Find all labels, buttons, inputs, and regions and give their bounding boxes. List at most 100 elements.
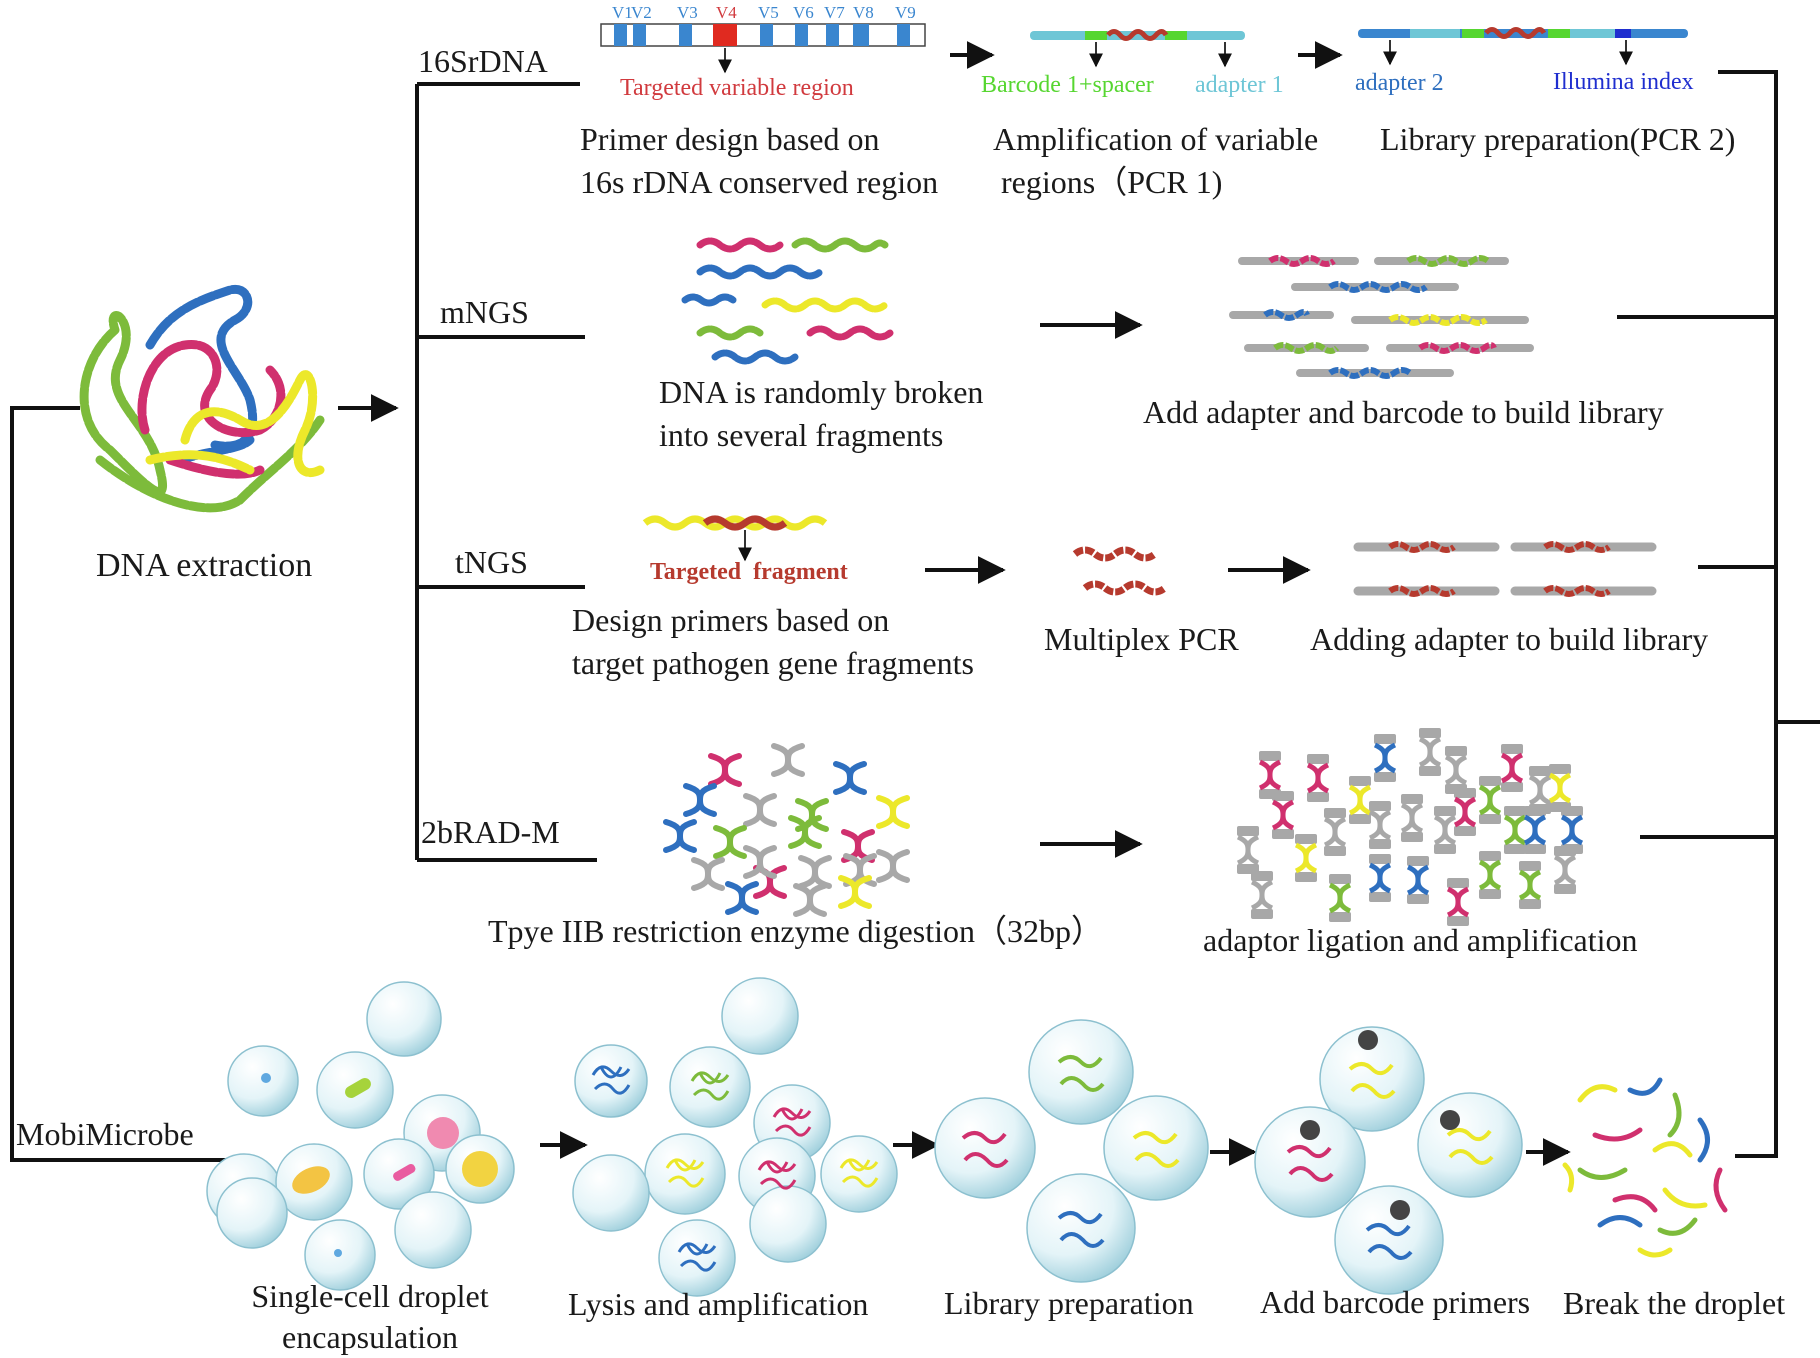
- region-label-v3: V3: [677, 3, 698, 22]
- region-label-v2: V2: [631, 3, 652, 22]
- region-label-v7: V7: [824, 3, 845, 22]
- droplet: [1254, 1106, 1366, 1218]
- ligated-fragment: [1444, 746, 1468, 794]
- ligated-fragment: [1433, 806, 1457, 854]
- ligated-fragment: [1368, 801, 1392, 849]
- digested-fragment: [683, 783, 717, 817]
- digested-fragment: [743, 793, 777, 827]
- dna-scribble: [757, 1160, 797, 1190]
- dna-scribble: [677, 1242, 717, 1272]
- region-label-v1: V1: [612, 3, 633, 22]
- tngs-step1-line1: Design primers based on: [572, 602, 890, 638]
- droplet: [1334, 1185, 1444, 1295]
- ligated-fragment: [1553, 846, 1577, 894]
- adapter2-label: adapter 2: [1355, 70, 1444, 96]
- 16s-step1-line2: 16s rDNA conserved region: [580, 164, 939, 200]
- droplet: [394, 1191, 472, 1269]
- mobi-step3: Library preparation: [944, 1285, 1194, 1321]
- ligated-fragment: [1328, 874, 1352, 922]
- amplicon-pcr1: [1030, 29, 1245, 68]
- cell-rod-pink: [393, 1163, 416, 1181]
- tngs-target-fragment: [642, 515, 828, 562]
- ligated-fragment: [1400, 794, 1424, 842]
- ligated-fragment: [1250, 871, 1274, 919]
- illumina-index-label: Illumina index: [1553, 69, 1694, 95]
- ligated-fragment: [1518, 861, 1542, 909]
- digested-fragment: [793, 883, 827, 917]
- ligated-fragment: [1418, 728, 1442, 776]
- ligated-fragment: [1406, 856, 1430, 904]
- tngs-library: [1353, 541, 1657, 597]
- ligated-fragment: [1478, 776, 1502, 824]
- targeted-fragment-label: Targeted fragment: [650, 559, 848, 585]
- mobi-step5: Break the droplet: [1563, 1285, 1786, 1321]
- adapter1-label: adapter 1: [1195, 72, 1284, 98]
- droplet: [820, 1135, 898, 1213]
- flow-arrows: [338, 41, 1571, 1166]
- tngs-step2: Multiplex PCR: [1044, 621, 1239, 657]
- digested-fragment: [771, 743, 805, 777]
- digested-fragment: [691, 857, 725, 891]
- ligated-fragment: [1373, 734, 1397, 782]
- mngs-fragments: [681, 237, 894, 365]
- tree-connectors: [10, 70, 1820, 1162]
- ligated-fragment: [1523, 806, 1547, 854]
- 16s-step1-line1: Primer design based on: [580, 121, 880, 157]
- amplicon-pcr2: [1358, 27, 1688, 66]
- droplet-contents: [261, 1030, 1494, 1272]
- rad-ligated-fragments: [1236, 728, 1584, 926]
- digested-fragment: [788, 815, 822, 849]
- ligated-fragment: [1478, 851, 1502, 899]
- tngs-multiplex-products: [1072, 546, 1168, 596]
- mngs-step2: Add adapter and barcode to build library: [1143, 394, 1664, 430]
- ligated-fragment: [1453, 788, 1477, 836]
- library-fragment: [1365, 1223, 1413, 1260]
- digested-fragment: [876, 795, 910, 829]
- droplet: [216, 1177, 288, 1249]
- tngs-step3: Adding adapter to build library: [1310, 621, 1709, 657]
- droplet: [644, 1133, 726, 1215]
- digested-fragment: [708, 753, 742, 787]
- mngs-library: [1229, 255, 1534, 379]
- droplet: [574, 1044, 648, 1118]
- 16s-step2-line1: Amplification of variable: [993, 121, 1319, 157]
- digested-fragment: [713, 825, 747, 859]
- barcode-bead: [1358, 1030, 1378, 1050]
- droplet: [1026, 1173, 1136, 1283]
- region-label-v6: V6: [793, 3, 814, 22]
- ligated-fragment: [1236, 826, 1260, 874]
- mobi-step1-line1: Single-cell droplet: [251, 1278, 489, 1314]
- digested-fragment: [663, 819, 697, 853]
- branch-label-16s: 16SrDNA: [418, 43, 548, 79]
- digested-fragment: [743, 845, 777, 879]
- droplet: [669, 1046, 751, 1128]
- targeted-region-label: Targeted variable region: [620, 75, 854, 101]
- droplet: [658, 1219, 736, 1297]
- region-label-v5: V5: [758, 3, 779, 22]
- ligated-fragment: [1271, 791, 1295, 839]
- ligated-fragment: [1368, 854, 1392, 902]
- droplet: [721, 977, 799, 1055]
- branch-label-mngs: mNGS: [440, 294, 529, 330]
- droplet: [1028, 1019, 1134, 1125]
- library-fragment: [1057, 1055, 1105, 1092]
- library-fragment: [1286, 1145, 1334, 1182]
- ligated-fragment: [1348, 776, 1372, 824]
- dna-extraction-label: DNA extraction: [96, 547, 313, 584]
- barcode-bead: [1300, 1120, 1320, 1140]
- droplet: [934, 1097, 1036, 1199]
- digested-fragment: [838, 875, 872, 909]
- cell-spiky-pink: [427, 1117, 459, 1149]
- barcode-bead: [1440, 1110, 1460, 1130]
- ligated-fragment: [1323, 808, 1347, 856]
- cell-small-blue: [261, 1073, 271, 1083]
- dna-scribble: [839, 1158, 879, 1188]
- dna-scribble: [665, 1158, 705, 1188]
- ligated-fragment: [1548, 764, 1572, 812]
- ligated-fragment: [1306, 754, 1330, 802]
- 16s-step2-line2: regions（PCR 1): [1001, 164, 1223, 200]
- rad-step2: adaptor ligation and amplification: [1203, 922, 1638, 958]
- rad-step1: Tpye IIB restriction enzyme digestion（32…: [488, 913, 1103, 949]
- 16s-step3: Library preparation(PCR 2): [1380, 121, 1736, 157]
